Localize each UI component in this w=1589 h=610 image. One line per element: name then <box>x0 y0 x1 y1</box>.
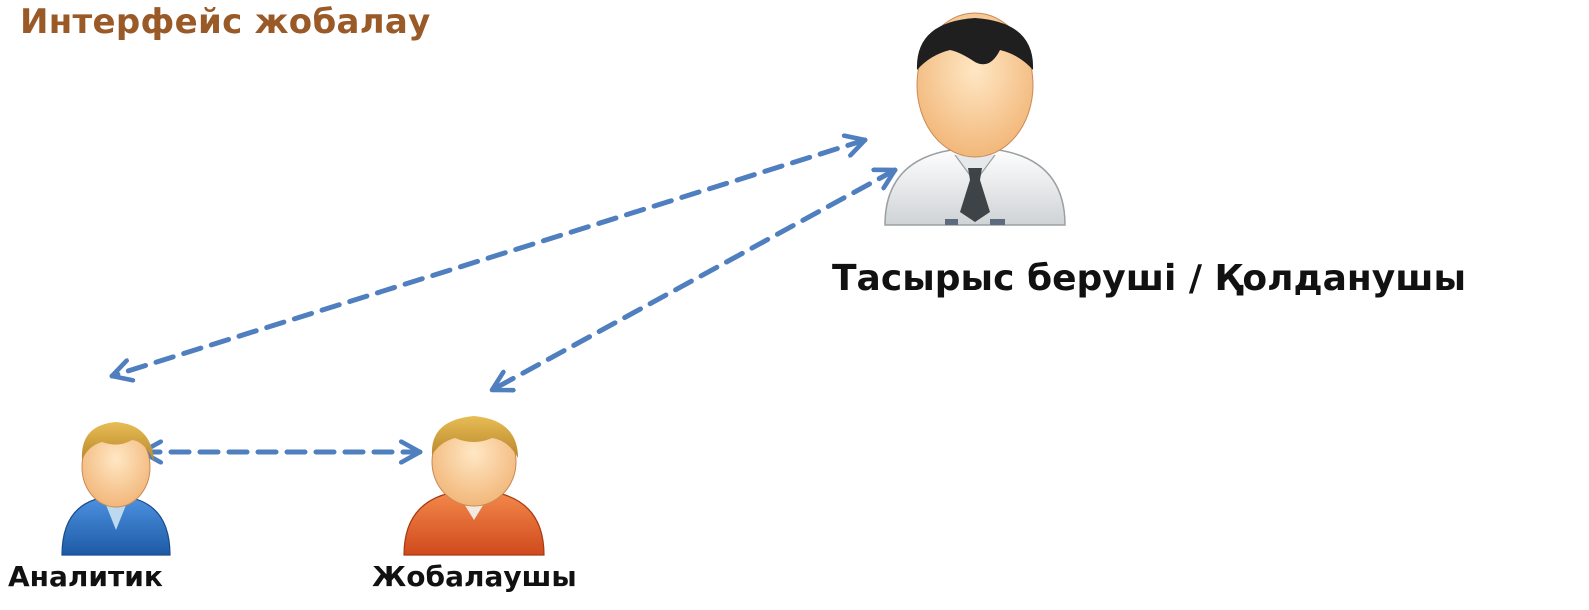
page-title: Интерфейс жобалау <box>20 2 431 42</box>
designer-label: Жобалаушы <box>372 560 577 593</box>
businessman-icon <box>884 12 1066 226</box>
user-orange-icon <box>403 416 545 556</box>
user-blue-icon <box>61 422 171 556</box>
analyst-label: Аналитик <box>8 560 163 593</box>
connection-client-analyst <box>109 140 868 376</box>
client-label: Тасырыс беруші / Қолданушы <box>832 258 1467 299</box>
connection-client-designer <box>489 167 898 393</box>
